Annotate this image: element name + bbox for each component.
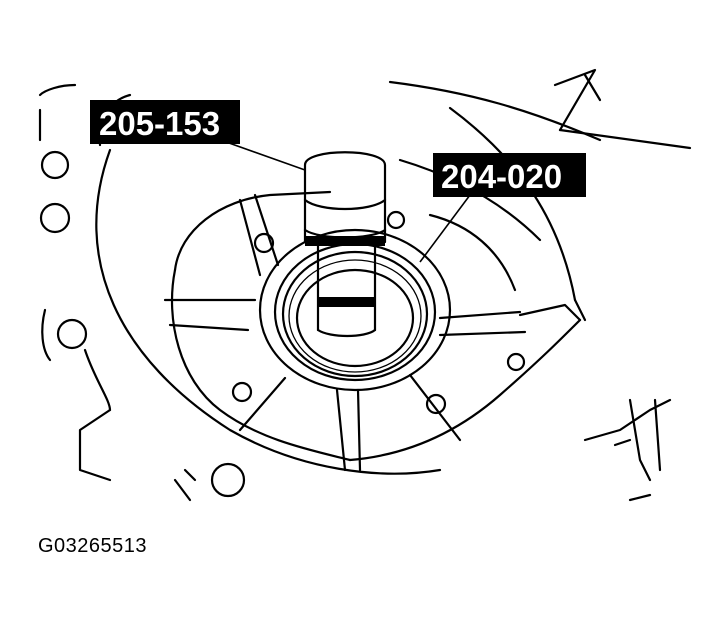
callout-label-204-020: 204-020 — [441, 158, 562, 195]
callout-label-205-153: 205-153 — [99, 105, 220, 142]
callout-204-020: 204-020 — [419, 153, 586, 263]
figure-id-label: G03265513 — [38, 535, 148, 557]
callout-box-204-020 — [433, 153, 586, 197]
bracket-fragment — [583, 398, 672, 502]
housing-holes — [39, 150, 526, 498]
pump-body — [163, 190, 582, 472]
callout-box-205-153 — [90, 100, 240, 144]
callout-205-153: 205-153 — [90, 100, 306, 171]
seal-rings — [258, 228, 452, 392]
leader-line-204-020 — [419, 194, 471, 263]
installer-tool — [303, 151, 387, 338]
